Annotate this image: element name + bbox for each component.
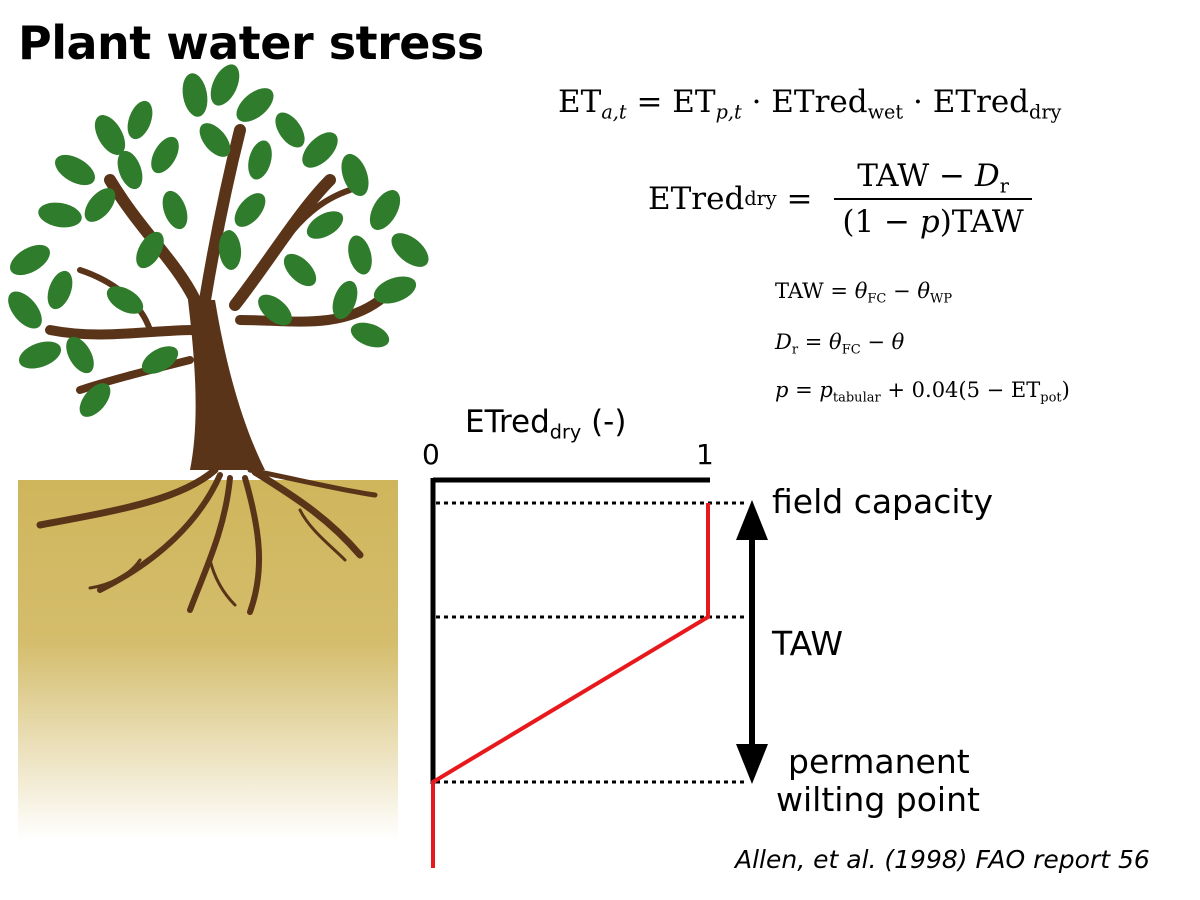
fraction: TAW − Dr (1 − p)TAW: [834, 158, 1032, 240]
etred-dry-curve: [431, 503, 710, 868]
label-field-capacity: field capacity: [772, 482, 994, 521]
citation: Allen, et al. (1998) FAO report 56: [735, 845, 1150, 874]
page-title: Plant water stress: [18, 16, 484, 70]
equation-p: p = ptabular + 0.04(5 − ETpot): [775, 378, 1070, 406]
double-arrow-icon: [736, 500, 768, 784]
label-wilting-point: wilting point: [776, 780, 980, 819]
equation-et-actual: ETa,t = ETp,t · ETredwet · ETreddry: [558, 84, 1062, 124]
tick-label-min: 0: [422, 438, 440, 471]
etred-dry-chart: [430, 477, 768, 868]
soil-block: [18, 480, 398, 840]
tick-label-max: 1: [696, 438, 714, 471]
axis-title: ETreddry (-): [465, 404, 627, 444]
tree-icon: [8, 64, 429, 615]
fraction-denominator: (1 − p)TAW: [842, 204, 1024, 240]
fraction-numerator: TAW − Dr: [857, 158, 1009, 198]
label-taw: TAW: [772, 624, 843, 663]
label-permanent: permanent: [788, 742, 970, 781]
equation-taw: TAW = θFC − θWP: [775, 279, 953, 307]
equation-dr: Dr = θFC − θ: [775, 330, 905, 358]
